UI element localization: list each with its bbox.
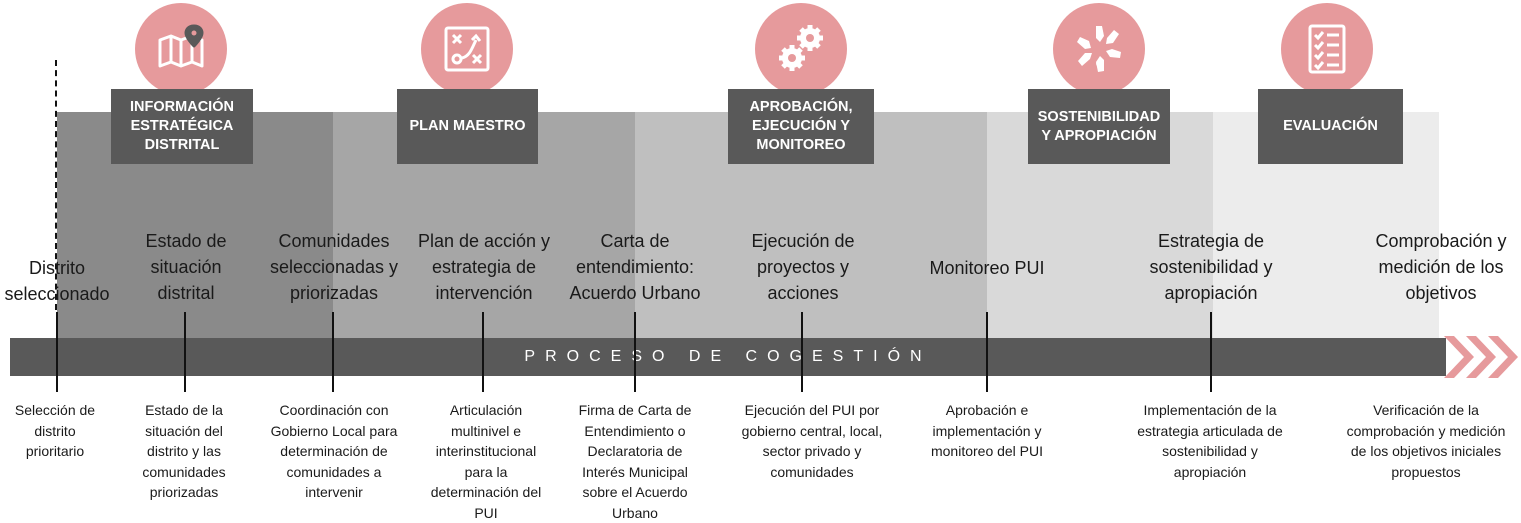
start-dashed-line xyxy=(55,60,57,310)
step-description: Ejecución del PUI por gobierno central, … xyxy=(741,402,883,480)
process-label: PROCESO DE COGESTIÓN xyxy=(524,348,932,365)
joined-hands-icon xyxy=(1053,3,1145,95)
phase-title-5: EVALUACIÓN xyxy=(1258,89,1403,164)
step-description: Implementación de la estrategia articula… xyxy=(1137,402,1283,480)
map-pin-icon xyxy=(135,3,227,95)
step-description: Coordinación con Gobierno Local para det… xyxy=(270,402,398,500)
step-label: Distrito seleccionado xyxy=(4,258,110,304)
process-arrow xyxy=(10,338,1446,376)
step-label: Estado de situación distrital xyxy=(145,231,227,303)
timeline-tick xyxy=(56,312,58,392)
timeline-tick xyxy=(184,312,186,392)
timeline-tick xyxy=(801,312,803,392)
step-description: Selección de distrito prioritario xyxy=(14,402,96,459)
phase-title-3: APROBACIÓN, EJECUCIÓN Y MONITOREO xyxy=(728,89,874,164)
step-description: Articulación multinivel e interinstituci… xyxy=(430,402,542,521)
chevron-arrow-icon xyxy=(1444,336,1518,378)
phase-title-1: INFORMACIÓN ESTRATÉGICA DISTRITAL xyxy=(111,89,253,164)
timeline-tick xyxy=(986,312,988,392)
step-description: Firma de Carta de Entendimiento o Declar… xyxy=(578,402,692,521)
step-label: Ejecución de proyectos y acciones xyxy=(751,231,855,303)
step-label: Estrategia de sostenibilidad y apropiaci… xyxy=(1149,231,1273,303)
step-label: Carta de entendimiento: Acuerdo Urbano xyxy=(569,231,701,303)
step-label: Plan de acción y estrategia de intervenc… xyxy=(417,231,551,303)
step-label: Comprobación y medición de los objetivos xyxy=(1375,231,1507,303)
timeline-tick xyxy=(482,312,484,392)
timeline-tick xyxy=(634,312,636,392)
gears-icon xyxy=(755,3,847,95)
step-description: Aprobación e implementación y monitoreo … xyxy=(930,402,1044,459)
timeline-tick xyxy=(332,312,334,392)
phase-title-2: PLAN MAESTRO xyxy=(397,89,538,164)
step-label: Comunidades seleccionadas y priorizadas xyxy=(269,231,399,303)
step-label: Monitoreo PUI xyxy=(929,258,1045,278)
checklist-icon xyxy=(1281,3,1373,95)
strategy-board-icon xyxy=(421,3,513,95)
step-description: Estado de la situación del distrito y la… xyxy=(142,402,226,500)
step-description: Verificación de la comprobación y medici… xyxy=(1346,402,1506,480)
timeline-tick xyxy=(1210,312,1212,392)
phase-title-4: SOSTENIBILIDAD Y APROPIACIÓN xyxy=(1028,89,1170,164)
